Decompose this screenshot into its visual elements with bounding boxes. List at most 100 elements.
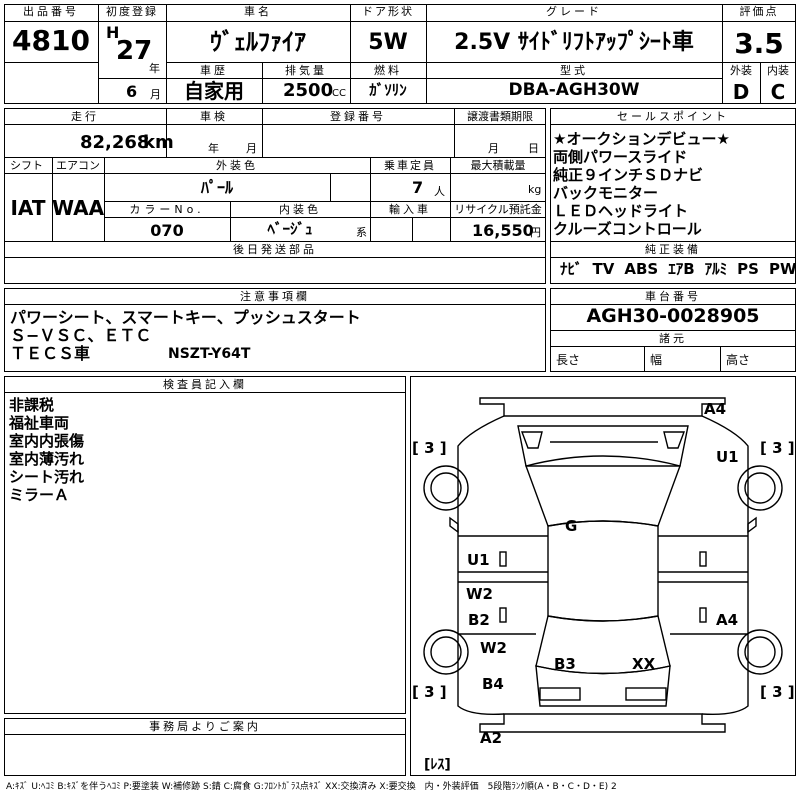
chassis-number: AGH30-0028905 <box>586 305 760 327</box>
selling-point: ＬＥＤヘッドライト <box>553 202 689 220</box>
equipment-item: ｱﾙﾐ <box>704 260 728 278</box>
notes-list: パワーシート、スマートキー、プッシュスタート Ｓ−ＶＳＣ、ＥＴＣ ＴＥＣＳ車 <box>10 309 361 363</box>
insp-year-unit: 年 <box>208 142 219 155</box>
office-label: 事務局よりご案内 <box>149 720 261 733</box>
note-line: ＴＥＣＳ車 <box>10 344 91 363</box>
note-line: Ｓ−ＶＳＣ、ＥＴＣ <box>10 326 152 345</box>
office-section <box>4 718 406 776</box>
capacity-label: 乗車定員 <box>384 159 436 172</box>
notes-label: 注意事項欄 <box>240 290 310 303</box>
equipment-item: ﾅﾋﾞ <box>560 260 583 278</box>
tire-depth: [ 3 ] <box>760 683 795 701</box>
fuel: ｶﾞｿﾘﾝ <box>369 81 407 99</box>
selling-points-section <box>550 108 796 284</box>
inspector-line: 非課税 <box>9 396 55 414</box>
history: 自家用 <box>184 79 244 103</box>
notes-code: NSZT-Y64T <box>168 346 251 362</box>
year-unit: 年 <box>149 62 160 75</box>
grade: 2.5V ｻｲﾄﾞﾘﾌﾄｱｯﾌﾟｼｰﾄ車 <box>454 30 694 55</box>
inspector-line: シート汚れ <box>9 468 85 486</box>
capacity: 7 <box>412 178 424 197</box>
damage-mark: W2 <box>466 585 493 603</box>
spare-tire-label: [ﾚｽ] <box>424 757 451 773</box>
selling-point: クルーズコントロール <box>553 220 702 238</box>
car-diagram <box>423 397 783 733</box>
shift-label: シフト <box>10 159 43 172</box>
equipment-item: TV <box>592 260 615 278</box>
int-color-label: 内装色 <box>279 203 321 216</box>
chassis-label: 車台番号 <box>645 290 701 303</box>
diagram-section <box>410 376 796 776</box>
reg-year: 27 <box>116 36 153 66</box>
yen-unit: 円 <box>530 226 541 239</box>
dims-label: 諸元 <box>659 332 687 345</box>
car-name-label: 車名 <box>244 5 272 18</box>
inspector-label: 検査員記入欄 <box>163 378 247 391</box>
width-label: 幅 <box>650 353 663 367</box>
selling-points-label: セールスポイント <box>617 110 729 123</box>
damage-mark: W2 <box>480 639 507 657</box>
color-no: 070 <box>150 221 184 240</box>
recycle-label: リサイクル預託金 <box>454 203 542 216</box>
ac-label: エアコン <box>56 159 100 172</box>
notes-section <box>4 288 546 372</box>
selling-point: バックモニター <box>553 184 659 202</box>
model-label: 型式 <box>560 64 588 77</box>
reg-no-label: 登録番号 <box>330 110 386 123</box>
month-unit: 月 <box>150 88 161 101</box>
damage-mark: A4 <box>716 611 739 629</box>
selling-point: 純正９インチＳＤナビ <box>553 166 704 184</box>
damage-mark: A4 <box>704 400 727 418</box>
length-label: 長さ <box>556 353 581 367</box>
legend: A:ｷｽﾞ U:ﾍｺﾐ B:ｷｽﾞを伴うﾍｺﾐ P:要塗装 W:補修跡 S:錆 … <box>6 782 617 792</box>
inspector-line: 室内薄汚れ <box>9 450 85 468</box>
selling-points-list: ★オークションデビュー★ 両側パワースライド 純正９インチＳＤナビ バックモニタ… <box>553 130 730 238</box>
equipment-item: ｴｱB <box>668 260 695 278</box>
ac: WAA <box>52 196 105 220</box>
person-unit: 人 <box>434 185 445 198</box>
specs-section <box>4 108 546 284</box>
inspection-label: 車検 <box>200 110 228 123</box>
recycle: 16,550 <box>472 221 534 240</box>
equipment-list: ﾅﾋﾞ TV ABS ｴｱB ｱﾙﾐ PS PW <box>560 262 797 277</box>
tire-depth: [ 3 ] <box>412 439 447 457</box>
color-no-label: カラーNo. <box>129 203 205 216</box>
damage-mark: G <box>565 517 578 535</box>
score-label: 評価点 <box>739 5 779 18</box>
equipment-item: PS <box>737 260 759 278</box>
equipment-item: ABS <box>624 260 659 278</box>
cc-unit: CC <box>332 88 346 99</box>
shift: IAT <box>10 196 46 220</box>
damage-mark: U1 <box>467 551 490 569</box>
score: 3.5 <box>734 27 784 60</box>
first-reg-label: 初度登録 <box>106 5 158 18</box>
int-label: 内装 <box>767 64 789 77</box>
inspector-line: 福祉車両 <box>9 414 70 432</box>
reg-month: 6 <box>126 82 138 101</box>
int-color: ﾍﾞｰｼﾞｭ <box>267 220 313 238</box>
transfer-label: 譲渡書類期限 <box>467 110 533 123</box>
lot-label: 出品番号 <box>23 5 79 18</box>
fuel-label: 燃料 <box>374 64 402 77</box>
km-unit: km <box>143 132 174 153</box>
height-label: 高さ <box>726 353 751 367</box>
equipment-item: PW <box>768 260 797 278</box>
import-label: 輸入車 <box>389 203 431 216</box>
transfer-month-unit: 月 <box>488 142 499 155</box>
mileage-label: 走行 <box>71 110 99 123</box>
displacement-label: 排気量 <box>285 64 327 77</box>
color-label: 外装色 <box>216 159 258 172</box>
selling-point: ★オークションデビュー★ <box>553 130 730 148</box>
inspector-section <box>4 376 406 714</box>
damage-mark: B3 <box>554 655 576 673</box>
damage-mark: B4 <box>482 675 504 693</box>
model: DBA-AGH30W <box>508 80 640 100</box>
later-parts-label: 後日発送部品 <box>233 243 317 256</box>
equipment-label: 純正装備 <box>645 243 701 256</box>
damage-mark: XX <box>632 655 656 673</box>
header-section <box>4 4 796 104</box>
kei-unit: 系 <box>356 226 367 239</box>
door-type: 5W <box>368 30 408 55</box>
inspector-list: 非課税 福祉車両 室内内張傷 室内薄汚れ シート汚れ ミラーＡ <box>9 396 84 504</box>
ext-grade: D <box>732 80 750 104</box>
